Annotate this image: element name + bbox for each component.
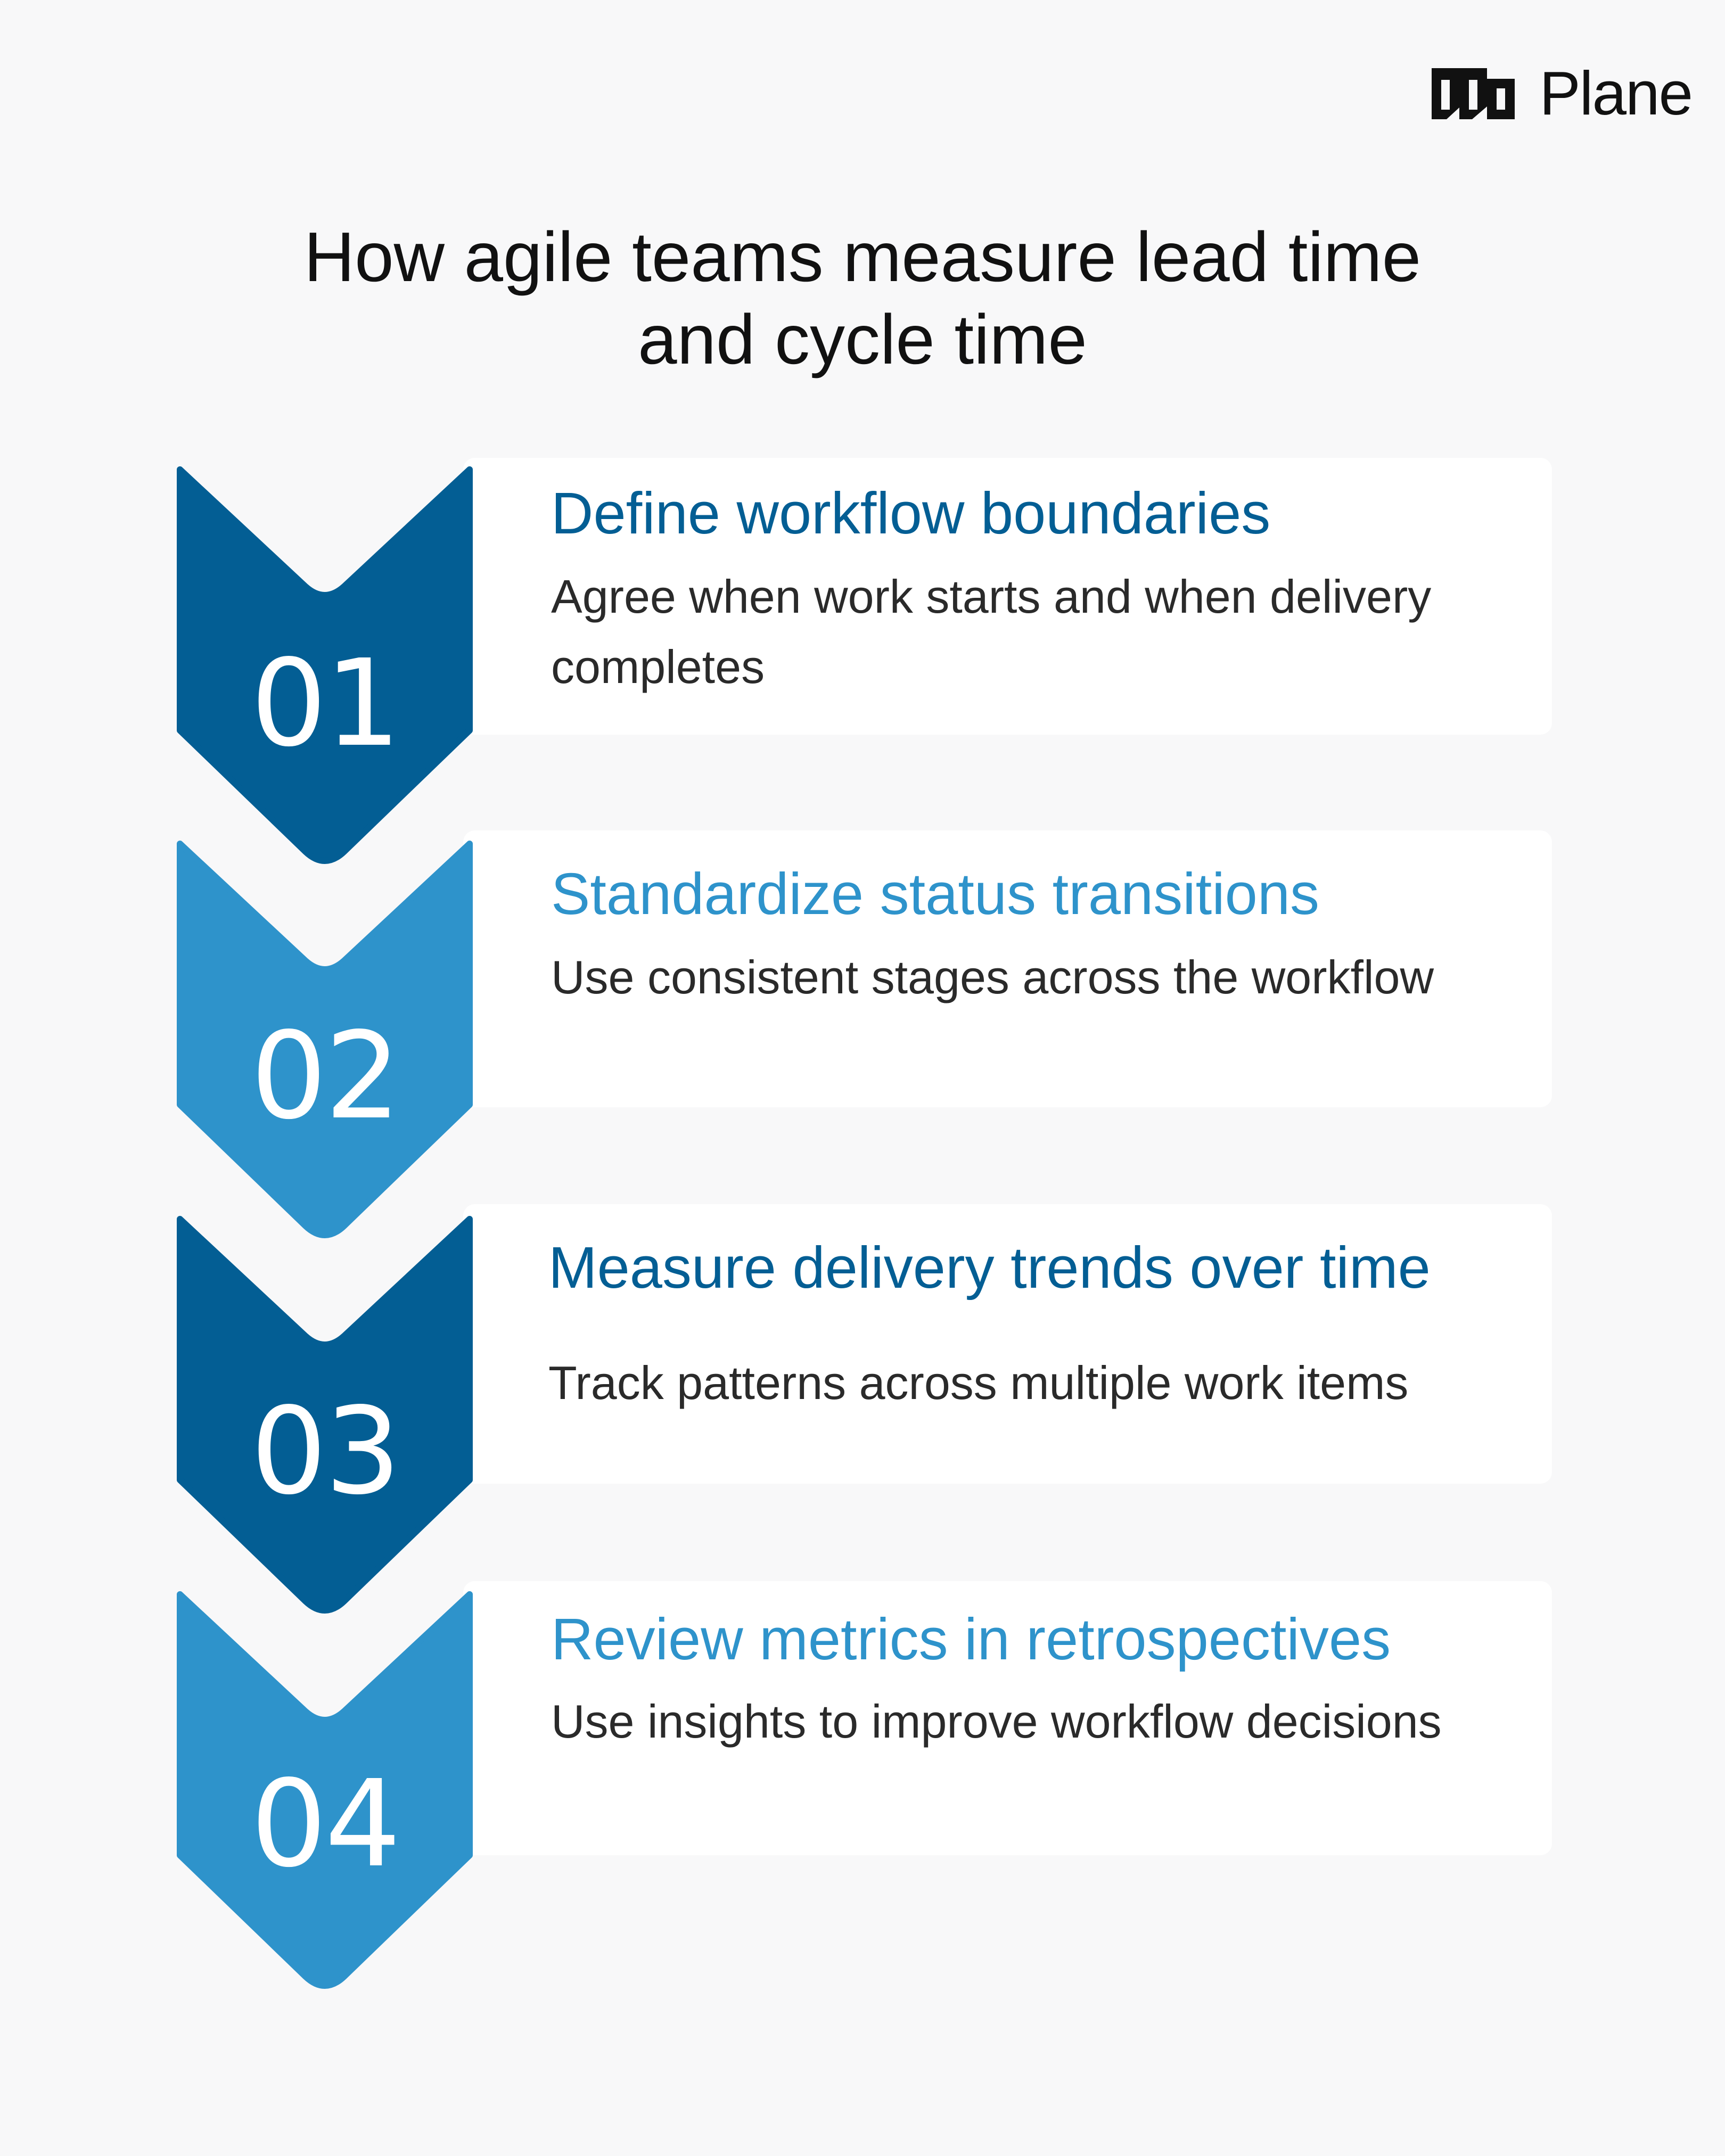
page-title-line-2: and cycle time bbox=[638, 300, 1087, 378]
brand-name: Plane bbox=[1539, 59, 1693, 128]
step-card-3: Measure delivery trends over time Track … bbox=[463, 1204, 1552, 1484]
step-4-description: Use insights to improve workflow decisio… bbox=[551, 1695, 1442, 1748]
step-3-chevron bbox=[177, 1216, 473, 1614]
step-4-chevron bbox=[177, 1591, 473, 1989]
step-4-title: Review metrics in retrospectives bbox=[551, 1607, 1391, 1672]
step-3-description: Track patterns across multiple work item… bbox=[548, 1356, 1409, 1409]
step-2-description: Use consistent stages across the workflo… bbox=[551, 951, 1434, 1003]
step-1-number: 01 bbox=[250, 634, 401, 773]
page-title-line-1: How agile teams measure lead time bbox=[303, 218, 1422, 296]
step-2-number: 02 bbox=[250, 1007, 401, 1146]
plane-logo-icon bbox=[1432, 68, 1515, 119]
page-title: How agile teams measure lead time and cy… bbox=[0, 216, 1725, 381]
step-3-title: Measure delivery trends over time bbox=[548, 1235, 1431, 1301]
step-card-4: Review metrics in retrospectives Use ins… bbox=[463, 1581, 1552, 1855]
step-1-title: Define workflow boundaries bbox=[551, 481, 1271, 546]
step-2-chevron bbox=[177, 841, 473, 1238]
step-card-1: Define workflow boundaries Agree when wo… bbox=[463, 458, 1552, 735]
brand-logo: Plane bbox=[1428, 59, 1693, 128]
step-1-chevron bbox=[177, 466, 473, 864]
step-4-number: 04 bbox=[250, 1755, 401, 1894]
step-3-number: 03 bbox=[250, 1382, 401, 1521]
step-1-description: Agree when work starts and when delivery… bbox=[551, 570, 1432, 693]
step-card-2: Standardize status transitions Use consi… bbox=[463, 830, 1552, 1107]
step-2-title: Standardize status transitions bbox=[551, 861, 1319, 927]
